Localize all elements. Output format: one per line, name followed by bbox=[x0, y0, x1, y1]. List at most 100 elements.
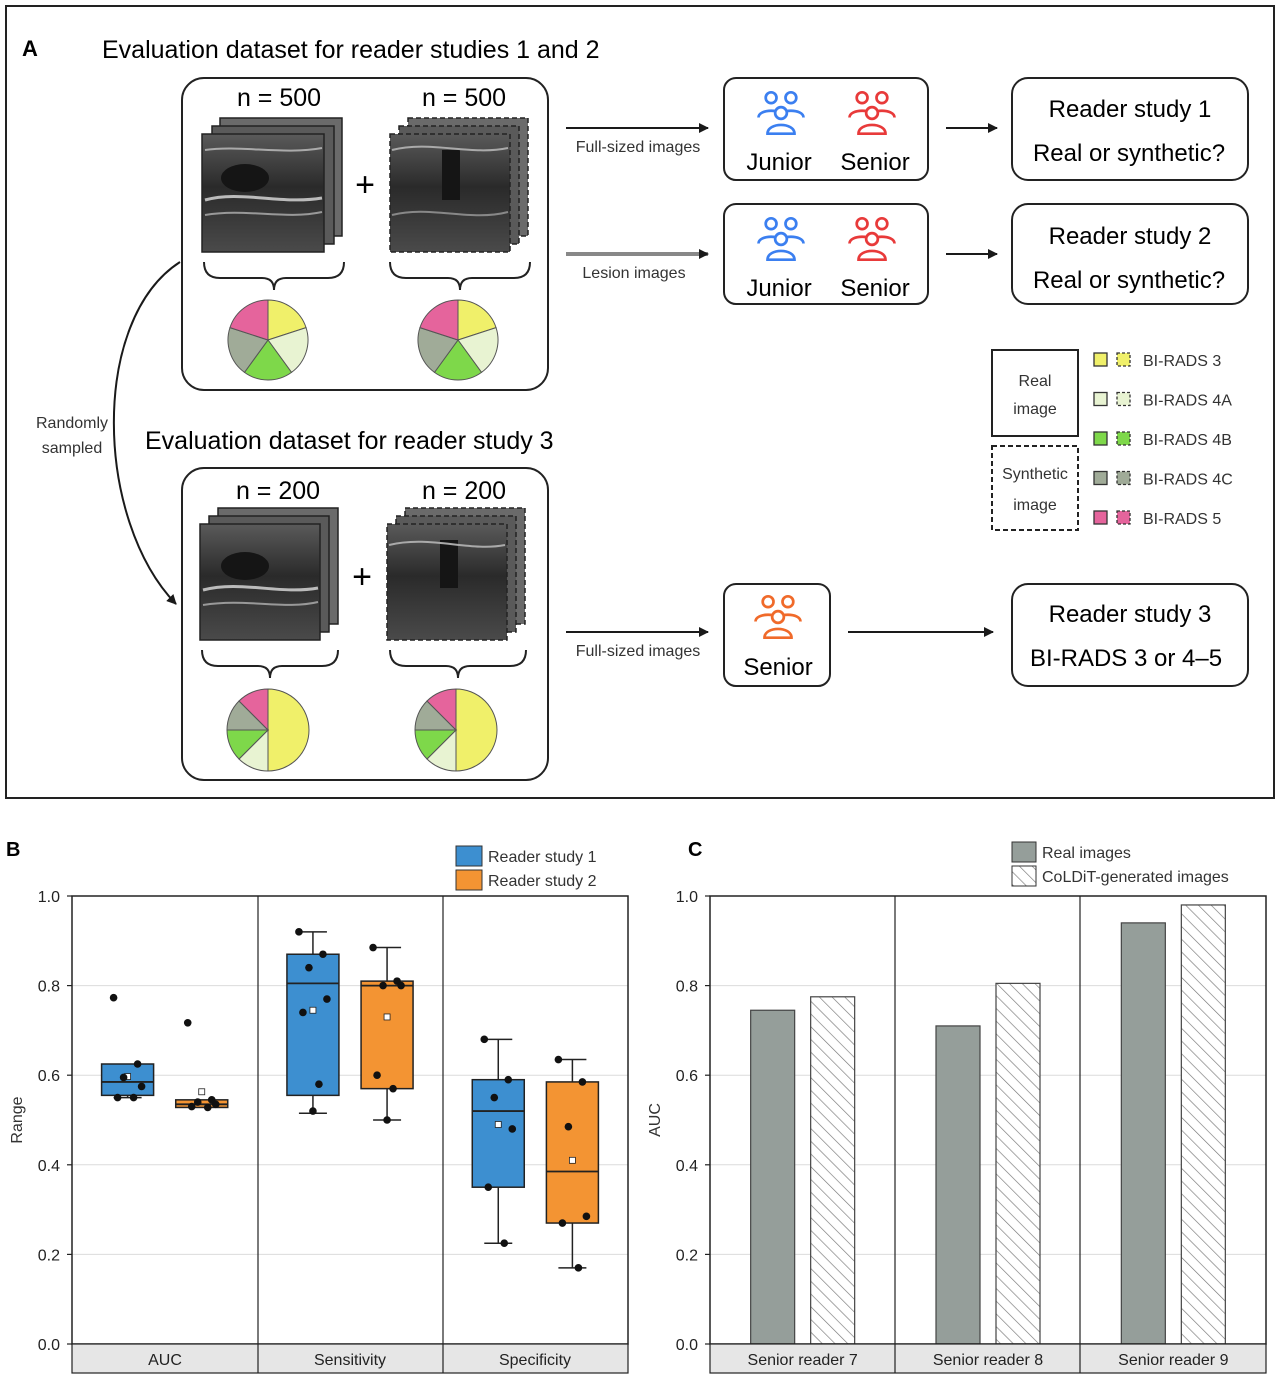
data-point bbox=[574, 1264, 583, 1272]
brace-real-bottom bbox=[201, 649, 339, 679]
data-point bbox=[578, 1078, 587, 1086]
legend-swatch-study2 bbox=[455, 869, 483, 891]
label-senior-2: Senior bbox=[840, 275, 909, 302]
panel-b-letter: B bbox=[6, 839, 20, 861]
brace-synthetic-top bbox=[389, 261, 531, 291]
panel-b-plot-frame bbox=[71, 895, 629, 1345]
data-point bbox=[484, 1183, 493, 1191]
data-point bbox=[211, 1100, 220, 1109]
data-point bbox=[319, 950, 327, 959]
data-point bbox=[500, 1239, 509, 1247]
data-point bbox=[373, 1071, 381, 1079]
bar-coldit-generated-images bbox=[810, 996, 856, 1345]
y-tick-label: 0.0 bbox=[38, 1337, 60, 1354]
legend-real-swatch bbox=[1093, 431, 1108, 446]
panel-c-legend: Real images CoLDiT-generated images bbox=[1011, 841, 1229, 887]
brace-real-top bbox=[203, 261, 345, 291]
data-point bbox=[554, 1055, 563, 1064]
pie-birads-synthetic-bottom bbox=[414, 688, 498, 772]
data-point bbox=[187, 1102, 196, 1111]
label-junior-2: Junior bbox=[746, 275, 811, 302]
data-point bbox=[183, 1018, 192, 1027]
category-label: Senior reader 8 bbox=[933, 1352, 1043, 1369]
legend-birads-label: BI-RADS 4A bbox=[1143, 393, 1232, 410]
box-reader-study-2 bbox=[545, 1081, 600, 1224]
pie-slice-bi-rads-5 bbox=[238, 688, 269, 732]
panel-b-strip bbox=[71, 1343, 629, 1374]
pie-slice-bi-rads-3 bbox=[267, 299, 307, 341]
pie-slice-bi-rads-4c bbox=[227, 327, 269, 374]
legend-birads-label: BI-RADS 5 bbox=[1143, 511, 1221, 528]
y-tick-label: 1.0 bbox=[38, 889, 60, 906]
legend-real-swatch bbox=[1093, 352, 1108, 367]
study3-question: BI-RADS 3 or 4–5 bbox=[1030, 645, 1222, 672]
junior-readers-icon bbox=[757, 90, 805, 136]
data-point bbox=[299, 1008, 307, 1017]
data-point bbox=[113, 1093, 122, 1102]
plus-top: + bbox=[355, 166, 375, 204]
panel-b-boxes bbox=[100, 928, 600, 1272]
label-junior-1: Junior bbox=[746, 149, 811, 176]
readers-box-study3 bbox=[723, 583, 831, 687]
legend-label-study1: Reader study 1 bbox=[488, 849, 597, 866]
mean-marker bbox=[309, 1006, 317, 1014]
y-tick-label: 0.8 bbox=[38, 979, 60, 996]
y-tick-label: 0.2 bbox=[38, 1247, 60, 1264]
panel-b-axis: 0.0 0.2 0.4 0.6 0.8 1.0 bbox=[38, 889, 628, 1354]
label-senior-1: Senior bbox=[840, 149, 909, 176]
y-tick-label: 0.6 bbox=[676, 1068, 698, 1085]
panel-c: C Real images CoLDiT-generated images AU… bbox=[647, 839, 1267, 1374]
dataset-box-bottom bbox=[181, 467, 549, 781]
study1-title: Reader study 1 bbox=[1049, 96, 1212, 123]
category-label: Senior reader 9 bbox=[1118, 1352, 1228, 1369]
panel-b: B Reader study 1 Reader study 2 Range 0.… bbox=[6, 839, 629, 1374]
panel-a-frame bbox=[5, 5, 1275, 799]
data-point bbox=[133, 1060, 142, 1068]
box-reader-study-1 bbox=[286, 953, 340, 1097]
data-point bbox=[508, 1125, 517, 1133]
n-bottom-real: n = 200 bbox=[236, 477, 320, 505]
study3-title: Reader study 3 bbox=[1049, 601, 1212, 628]
legend-real-line2: image bbox=[1013, 401, 1057, 418]
real-image-stack-bottom bbox=[199, 507, 339, 641]
legend-label-study2: Reader study 2 bbox=[488, 873, 597, 890]
data-point bbox=[315, 1080, 323, 1088]
legend-synthetic-swatch bbox=[1116, 431, 1131, 446]
legend-real-box bbox=[991, 349, 1079, 437]
panel-c-bars bbox=[750, 904, 1226, 1345]
dataset-box-top bbox=[181, 77, 549, 391]
pie-birads-real-bottom bbox=[226, 688, 310, 772]
panel-c-strip bbox=[709, 1343, 1267, 1374]
plus-bottom: + bbox=[352, 558, 372, 596]
y-tick-label: 0.4 bbox=[38, 1158, 60, 1175]
y-tick-label: 0.6 bbox=[38, 1068, 60, 1085]
label-lesion-images: Lesion images bbox=[582, 265, 685, 282]
pie-birads-synthetic-top bbox=[417, 299, 499, 381]
panel-b-legend: Reader study 1 Reader study 2 bbox=[455, 845, 597, 891]
pie-slice-bi-rads-4c bbox=[417, 327, 459, 374]
pie-slice-bi-rads-3 bbox=[455, 688, 498, 772]
study1-question: Real or synthetic? bbox=[1033, 140, 1225, 167]
label-senior-3: Senior bbox=[743, 654, 812, 681]
data-point bbox=[504, 1075, 513, 1084]
box-reader-study-1 bbox=[471, 1078, 526, 1188]
bar-real-images bbox=[935, 1025, 981, 1345]
data-point bbox=[295, 928, 303, 936]
junior-readers-icon bbox=[757, 216, 805, 262]
data-point bbox=[369, 943, 377, 952]
y-tick-label: 1.0 bbox=[676, 889, 698, 906]
legend-birads-label: BI-RADS 3 bbox=[1143, 353, 1221, 370]
pie-slice-bi-rads-4a bbox=[267, 327, 309, 374]
pie-slice-bi-rads-5 bbox=[426, 688, 457, 732]
pie-slice-bi-rads-4b bbox=[433, 339, 483, 381]
bar-real-images bbox=[750, 1009, 796, 1345]
panel-a: A Evaluation dataset for reader studies … bbox=[5, 5, 1275, 799]
data-point bbox=[309, 1107, 317, 1115]
study3-box bbox=[1011, 583, 1249, 687]
study2-question: Real or synthetic? bbox=[1033, 267, 1225, 294]
pie-slice-bi-rads-4b bbox=[243, 339, 293, 381]
randomly-sampled-line1: Randomly bbox=[36, 415, 108, 432]
